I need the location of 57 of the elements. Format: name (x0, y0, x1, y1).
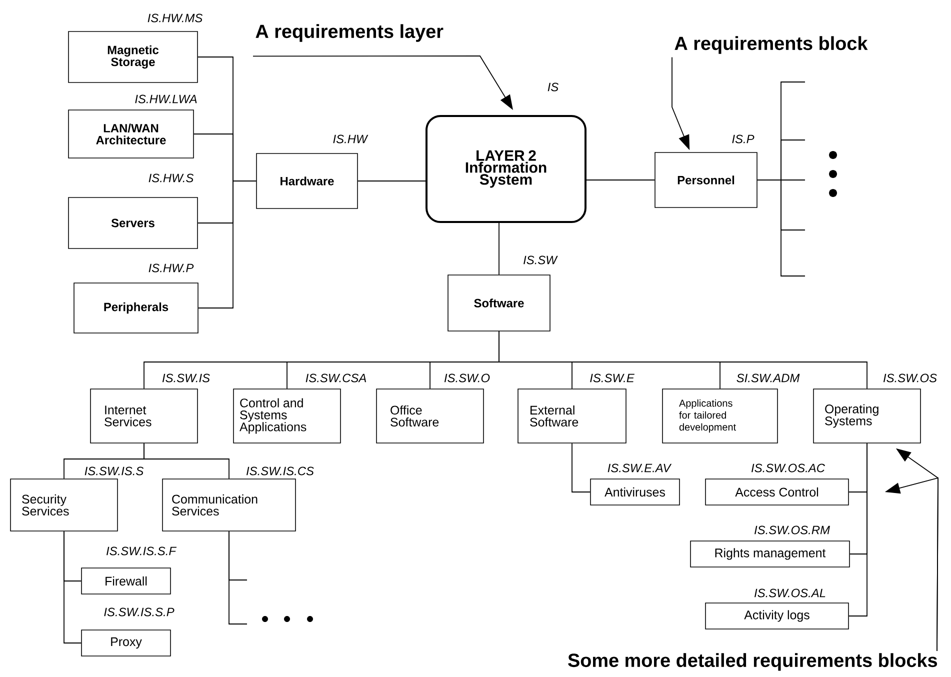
code-label: IS.SW.IS.CS (246, 466, 314, 476)
code-label: IS.HW.P (148, 264, 194, 272)
connector-line (756, 180, 806, 276)
code-label: IS.SW (524, 256, 558, 264)
requirement-box: Personnel (654, 152, 758, 208)
requirement-box: Operating Systems (813, 388, 921, 444)
requirement-box: External Software (518, 388, 626, 444)
requirement-box: Servers (68, 197, 198, 249)
connector-line (848, 442, 868, 616)
requirement-box: Control and Systems Applications (233, 388, 341, 444)
code-label: IS.HW.LWA (135, 94, 197, 104)
callout-text: Some more detailed requirements blocks (568, 653, 937, 671)
layer-box: LAYER 2 Information System (426, 115, 586, 223)
requirement-box: Security Services (10, 478, 118, 532)
connector-line (198, 180, 257, 308)
connector-line (228, 530, 248, 624)
code-label: IS.SW.OS.AL (754, 588, 826, 598)
connector-line (64, 530, 82, 644)
code-label: IS.SW.O (444, 374, 490, 382)
callout-text: A requirements layer (256, 24, 444, 42)
requirement-box: Magnetic Storage (68, 31, 198, 83)
requirement-box: Office Software (376, 388, 484, 444)
code-label: IS.SW.CSA (306, 374, 366, 382)
code-label: IS.HW (333, 134, 368, 144)
requirement-box: Hardware (256, 153, 358, 209)
requirement-box: Access Control (705, 478, 849, 506)
code-label: IS.SW.E (590, 374, 634, 382)
requirement-box: Peripherals (74, 282, 198, 334)
code-label: IS.SW.IS.S.P (104, 608, 174, 616)
code-label: SI.SW.ADM (736, 374, 800, 382)
requirement-box: Applications for tailored development (662, 388, 778, 444)
requirement-box: Activity logs (705, 602, 849, 630)
requirement-box: LAN/WAN Architecture (68, 110, 194, 158)
connector-line (498, 222, 500, 276)
code-label: IS.SW.E.AV (608, 464, 672, 472)
requirement-box: Antiviruses (590, 478, 680, 506)
code-label: IS.SW.IS.S (84, 466, 144, 476)
connector-line (144, 442, 230, 480)
requirement-box: Software (448, 274, 550, 332)
connector-line (498, 330, 868, 390)
requirement-box: Proxy (81, 630, 171, 656)
code-label: IS.HW.MS (148, 14, 203, 22)
code-label: IS.HW.S (148, 174, 194, 182)
code-label: IS.SW.OS.RM (754, 526, 830, 534)
requirement-box: Communication Services (162, 478, 296, 532)
code-label: IS.SW.IS.S.F (106, 546, 177, 556)
code-label: IS.SW.OS (883, 374, 937, 382)
connector-line (572, 442, 591, 492)
code-label: IS.SW.IS (162, 374, 210, 382)
callout-text: A requirements block (674, 36, 868, 54)
code-label: IS.SW.OS.AC (752, 464, 826, 472)
code-label: IS (548, 82, 559, 92)
requirement-box: Rights management (690, 540, 850, 568)
connector-line (357, 180, 426, 182)
code-label: IS.P (732, 134, 754, 144)
requirement-box: Internet Services (90, 388, 198, 444)
requirement-box: Firewall (81, 568, 171, 594)
